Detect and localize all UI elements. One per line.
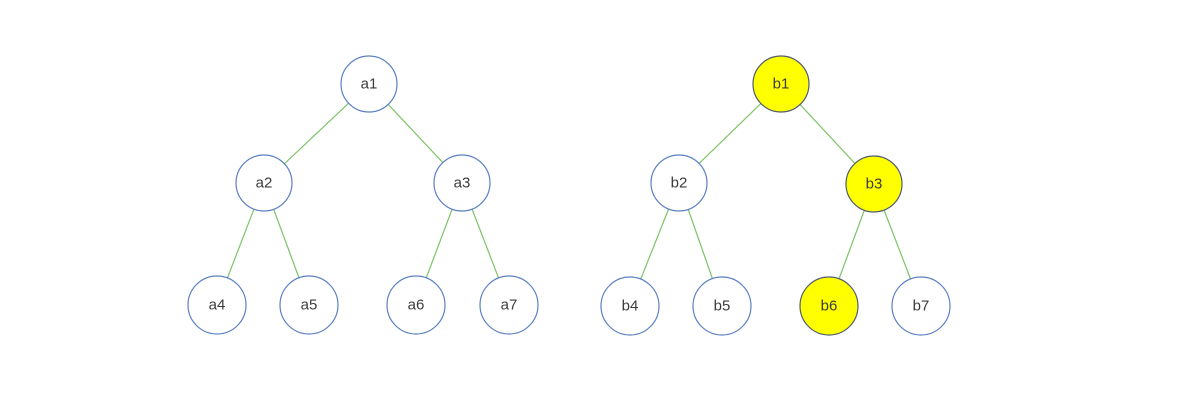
node-a6-label: a6	[408, 297, 425, 314]
node-b4-label: b4	[622, 298, 639, 315]
node-a6[interactable]: a6	[386, 275, 446, 335]
node-b6-shape[interactable]	[799, 276, 859, 336]
node-a2-shape[interactable]	[235, 154, 293, 212]
node-b5[interactable]: b5	[692, 276, 752, 336]
node-b5-shape[interactable]	[692, 276, 752, 336]
node-b3-label: b3	[866, 176, 883, 193]
node-a2[interactable]: a2	[235, 154, 293, 212]
node-a4-label: a4	[209, 297, 226, 314]
node-b4[interactable]: b4	[600, 276, 660, 336]
node-b3[interactable]: b3	[845, 155, 903, 213]
node-a1-shape[interactable]	[340, 55, 398, 113]
node-a4-shape[interactable]	[187, 275, 247, 335]
node-b2[interactable]: b2	[650, 154, 708, 212]
node-b7-label: b7	[913, 298, 930, 315]
node-a7-label: a7	[501, 297, 518, 314]
node-b7[interactable]: b7	[891, 276, 951, 336]
node-a3-label: a3	[454, 175, 471, 192]
node-a4[interactable]: a4	[187, 275, 247, 335]
node-b6[interactable]: b6	[799, 276, 859, 336]
node-a3[interactable]: a3	[433, 154, 491, 212]
node-a5-shape[interactable]	[279, 275, 339, 335]
node-a5-label: a5	[301, 297, 318, 314]
tree-a: a1 a2 a3 a4 a5 a6 a7	[187, 55, 539, 335]
node-b7-shape[interactable]	[891, 276, 951, 336]
node-a7-shape[interactable]	[479, 275, 539, 335]
node-b1-label: b1	[773, 76, 790, 93]
node-a5[interactable]: a5	[279, 275, 339, 335]
node-b3-shape[interactable]	[845, 155, 903, 213]
node-a2-label: a2	[256, 175, 273, 192]
tree-b: b1 b2 b3 b4 b5 b6 b7	[600, 55, 951, 336]
node-b6-label: b6	[821, 298, 838, 315]
node-b2-label: b2	[671, 175, 688, 192]
node-b5-label: b5	[714, 298, 731, 315]
node-b1-shape[interactable]	[752, 55, 810, 113]
node-a7[interactable]: a7	[479, 275, 539, 335]
node-a1[interactable]: a1	[340, 55, 398, 113]
node-b1[interactable]: b1	[752, 55, 810, 113]
node-b4-shape[interactable]	[600, 276, 660, 336]
node-a6-shape[interactable]	[386, 275, 446, 335]
node-a1-label: a1	[361, 76, 378, 93]
node-b2-shape[interactable]	[650, 154, 708, 212]
node-a3-shape[interactable]	[433, 154, 491, 212]
